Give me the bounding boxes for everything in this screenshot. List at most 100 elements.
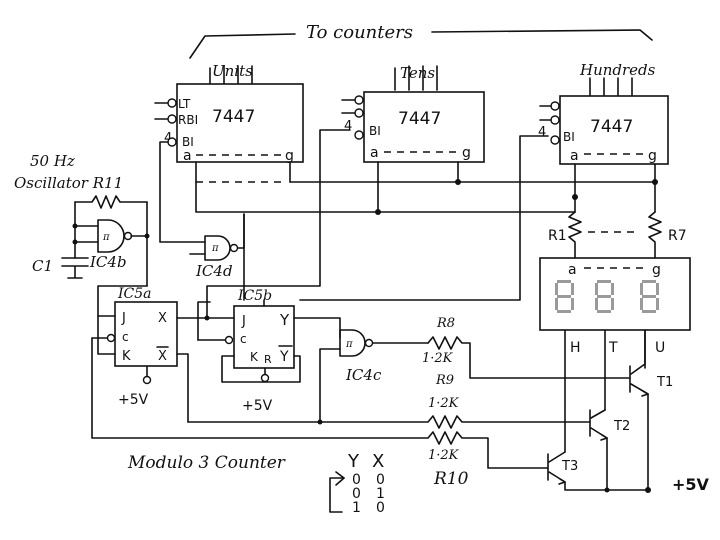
hundreds-pin-a-label: a <box>570 148 579 164</box>
decoder-tens-chip: 7447 <box>398 109 441 129</box>
resistor-r8: R8 1·2K <box>422 316 631 379</box>
tens-lt-bubble <box>354 95 364 105</box>
resistor-r9: R9 1·2K <box>187 373 591 429</box>
ic5b-c-label: c <box>240 332 247 346</box>
hundreds-pin-bi-label: BI <box>563 130 575 144</box>
pin-rbi-label: RBI <box>178 113 198 127</box>
digit-tens <box>595 280 614 313</box>
hundreds-pin-4-label: 4 <box>538 125 546 140</box>
decoder-hundreds-title: Hundreds <box>579 61 656 79</box>
hundreds-bi-bubble <box>550 135 560 145</box>
tens-bi-bubble <box>354 130 364 140</box>
feedback-wires <box>197 129 549 341</box>
osc-gate-symbol: π <box>102 232 110 243</box>
pin-g-label: g <box>285 148 294 164</box>
transistor-t1: T1 <box>629 329 673 397</box>
t1-label: T1 <box>656 375 673 390</box>
decoder-hundreds-box <box>559 95 669 165</box>
ic5b-y-label: Y <box>279 311 290 329</box>
resistor-r1: R1 <box>548 211 582 259</box>
osc-freq-label: 50 Hz <box>30 152 75 170</box>
modulo-table: Modulo 3 Counter Y X 0 0 0 1 1 0 <box>127 451 385 516</box>
decoder-tens: Tens 7447 4 BI a g <box>341 64 485 213</box>
modulo-header-x: X <box>372 451 384 472</box>
decoder-units-chip: 7447 <box>212 107 255 127</box>
ic5b-ybar-label: Y <box>279 349 289 365</box>
ic5a-box <box>114 301 178 367</box>
ic4d-symbol: π <box>211 243 219 254</box>
ic5b-label: IC5b <box>237 288 272 304</box>
ic5a-label: IC5a <box>117 286 152 302</box>
ic4c-symbol: π <box>345 339 353 350</box>
ic5b-r-label: R <box>264 353 272 366</box>
decoder-tens-box <box>363 91 485 163</box>
display-t-label: T <box>608 340 618 356</box>
ic4c-label: IC4c <box>345 366 382 384</box>
digit-units <box>640 280 659 313</box>
bi-bubble <box>167 137 177 147</box>
pin-4-label: 4 <box>164 131 172 146</box>
resistor-r7: R7 <box>648 211 687 259</box>
display-u-label: U <box>655 340 665 356</box>
row2-x: 0 <box>376 500 385 516</box>
ic5b-j-label: J <box>241 314 246 329</box>
ic5a-k-label: K <box>122 349 131 364</box>
transistor-t2: T2 <box>589 409 630 441</box>
segment-bus <box>195 163 658 215</box>
ic4d-label: IC4d <box>195 262 233 280</box>
ic5a-xbar-label: X <box>158 349 167 364</box>
row2-y: 1 <box>352 500 361 516</box>
c1-label: C1 <box>32 257 53 275</box>
tens-pin-4-label: 4 <box>344 119 352 134</box>
tens-pin-a-label: a <box>370 145 379 161</box>
ic5b-supply: +5V <box>242 398 273 414</box>
r8-label: R8 <box>436 316 455 331</box>
r9-value: 1·2K <box>428 396 460 411</box>
r7-label: R7 <box>668 228 687 244</box>
tens-pin-g-label: g <box>462 145 471 161</box>
lt-bubble <box>167 98 177 108</box>
display-g-label: g <box>652 262 661 278</box>
ic5a-supply: +5V <box>118 392 149 408</box>
hundreds-pin-g-label: g <box>648 148 657 164</box>
ic5a-x-label: X <box>158 311 167 326</box>
modulo-title: Modulo 3 Counter <box>127 453 286 473</box>
tens-rbi-bubble <box>354 108 364 118</box>
r8-value: 1·2K <box>422 351 454 366</box>
decoder-units-title: Units <box>212 62 253 80</box>
display-box <box>539 257 691 331</box>
supply-label: +5V <box>672 475 710 494</box>
to-counters-bracket: To counters <box>189 22 653 59</box>
row1-x: 1 <box>376 486 385 502</box>
row0-x: 0 <box>376 472 385 488</box>
t3-label: T3 <box>561 459 578 474</box>
to-counters-label: To counters <box>306 22 413 43</box>
pin-lt-label: LT <box>178 97 191 111</box>
decoder-hundreds-chip: 7447 <box>590 117 633 137</box>
row0-y: 0 <box>352 472 361 488</box>
osc-gate-label: IC4b <box>89 253 127 271</box>
ic5b-k-label: K <box>250 350 259 364</box>
flipflop-ic5a: IC5a J X c K X +5V <box>91 285 208 423</box>
ic5a-j-label: J <box>121 311 126 326</box>
hundreds-lt-bubble <box>550 101 560 111</box>
modulo-header-y: Y <box>347 451 360 472</box>
supply-rail: +5V <box>564 393 710 494</box>
transistor-t3: T3 <box>547 451 578 485</box>
digit-hundreds <box>555 280 574 313</box>
decoder-tens-title: Tens <box>400 64 435 82</box>
t2-label: T2 <box>613 419 630 434</box>
r9-label: R9 <box>435 373 454 388</box>
oscillator: 50 Hz Oscillator R11 π IC4b C1 <box>14 152 150 287</box>
decoder-hundreds: Hundreds 7447 4 BI a g <box>538 61 669 165</box>
display-a-label: a <box>568 262 577 278</box>
row1-y: 0 <box>352 486 361 502</box>
osc-title-label: Oscillator R11 <box>14 174 123 192</box>
hundreds-rbi-bubble <box>550 115 560 125</box>
pin-bi-label: BI <box>182 135 194 149</box>
seven-segment-display: a g H <box>539 257 691 453</box>
gate-ic4c: π IC4c <box>319 329 429 423</box>
resistor-r10: 1·2K R10 <box>91 337 549 489</box>
flipflop-ic5b: IC5b J Y c K R Y +5V <box>197 285 341 414</box>
